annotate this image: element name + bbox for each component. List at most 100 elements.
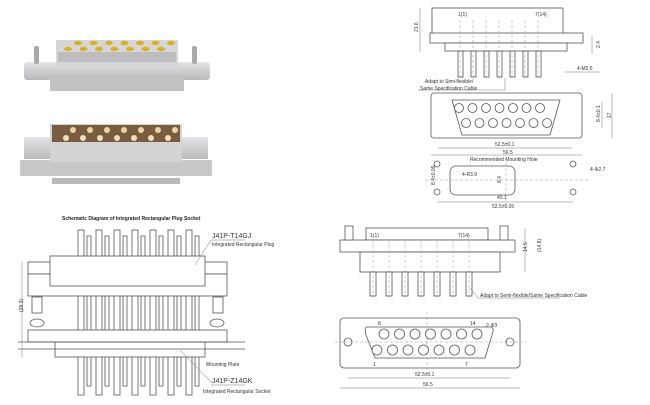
socket-contact: [418, 344, 429, 356]
socket-contact: [521, 103, 532, 113]
contact-pin: [167, 229, 175, 396]
contact-pin: [113, 229, 121, 396]
contact-pin: [86, 235, 92, 387]
contact-pin: [131, 229, 139, 396]
contact-pin: [63, 135, 69, 141]
socket-contact: [508, 103, 518, 113]
height-dim-2: (14.8): [537, 239, 543, 252]
contact-pin: [167, 40, 175, 46]
contact-pin: [110, 46, 119, 52]
socket-contact: [515, 118, 525, 128]
contact-pin: [89, 40, 98, 46]
pin: [483, 50, 490, 78]
contact-pin: [80, 135, 86, 141]
socket-contact: [456, 328, 467, 340]
schematic-height-dim: (28.3): [19, 299, 25, 312]
contact-pin: [95, 229, 103, 396]
radius-dim: 4-R3.9: [462, 172, 477, 178]
socket-code: J41P-Z14GK: [212, 378, 253, 385]
contact-pin: [70, 127, 76, 133]
socket-contact: [449, 344, 460, 356]
socket-contact: [425, 328, 436, 340]
contact-pin: [126, 46, 134, 52]
contact-pin: [79, 46, 88, 52]
contact-pin: [121, 127, 127, 133]
pin: [457, 50, 464, 78]
pin-label-right: 7(14): [535, 12, 547, 18]
contact-pin: [172, 127, 178, 133]
socket-contact: [488, 118, 498, 128]
contact-pin: [148, 135, 154, 141]
hole-spacing-dim: 8.4±0.05: [431, 165, 437, 185]
contact-pin: [136, 40, 144, 46]
bottom-face-view: 8 14 2-Φ3 1 7 52.5±0.1 56.5: [335, 312, 527, 389]
pin: [535, 50, 542, 78]
contact-pin: [64, 46, 72, 52]
contact-pin: [140, 235, 146, 387]
cable-note-1: Adapt to Simi-flexible/: [425, 79, 474, 85]
socket-contact: [433, 344, 445, 356]
height-face-dim: 17: [607, 112, 613, 118]
socket-contact: [528, 118, 539, 128]
contact-pin: [77, 229, 85, 396]
slot-width-dim: 45.1: [497, 195, 507, 201]
hole-dim: 4-Φ2.7: [590, 167, 606, 173]
pin: [496, 50, 503, 78]
pin-1-label: 1: [373, 362, 376, 368]
socket-contact: [440, 328, 452, 340]
contact-pin: [158, 235, 164, 387]
contact-pin: [120, 40, 129, 46]
top-right-face-view: 52.5±0.1 56.5 8.4±0.1 17: [430, 92, 613, 156]
socket-contact: [467, 103, 478, 113]
schematic-plug-socket: Schematic Diagram of Integrated Rectangu…: [18, 216, 274, 396]
contact-pin: [97, 135, 103, 141]
socket-contact: [542, 118, 552, 128]
pin-label-right: 7(14): [458, 233, 470, 239]
contact-pin: [157, 46, 165, 52]
slot-height-dim: 8.4: [497, 176, 503, 183]
contact-pin: [74, 40, 82, 46]
socket-contact: [464, 344, 476, 356]
mounting-hole-view: Recommended Mounting Hole 4-R3.9 4-Φ2.7 …: [425, 157, 606, 210]
contact-pin: [155, 127, 161, 133]
top-right-side-view: 21.6 1(1) 7(14) 2.4 4-M2.5 Adapt to Simi…: [414, 7, 602, 92]
schematic-title: Schematic Diagram of Integrated Rectangu…: [62, 216, 201, 222]
contact-pin: [114, 135, 120, 141]
pin: [522, 50, 529, 78]
socket-contact: [454, 103, 464, 113]
socket-product-photo: [20, 124, 212, 184]
socket-contact: [378, 328, 390, 340]
socket-contact: [471, 328, 483, 340]
hole-dim: 2-Φ3: [486, 323, 497, 329]
bottom-side-view: 1(1) 7(14) 14.5 (14.8) Adapt to Semi-fle…: [339, 225, 587, 300]
contact-pin: [95, 46, 103, 52]
socket-contact: [409, 328, 421, 340]
pin-8-label: 8: [378, 321, 381, 327]
pin-14-label: 14: [470, 321, 476, 327]
width-dim: 56.5: [423, 382, 433, 388]
contact-pin: [165, 135, 171, 141]
contact-pin: [131, 135, 137, 141]
plug-product-photo: [24, 40, 210, 91]
contact-pin: [194, 235, 200, 387]
pitch-dim: 52.5±0.1: [415, 372, 435, 378]
socket-contact: [535, 103, 545, 113]
contact-pin: [138, 127, 144, 133]
socket-contact: [481, 103, 491, 113]
socket-contact: [394, 328, 405, 340]
row-dim: 8.4±0.1: [596, 105, 602, 122]
flange-dim: 2.4: [596, 41, 602, 48]
width-dim: 56.5: [503, 150, 513, 156]
contact-pin: [185, 229, 193, 396]
socket-contact: [402, 344, 414, 356]
contact-pin: [104, 235, 110, 387]
contact-pin: [105, 40, 113, 46]
socket-contact: [501, 118, 512, 128]
socket-contact: [387, 344, 398, 356]
socket-contact: [371, 344, 383, 356]
contact-pin: [122, 235, 128, 387]
contact-pin: [176, 235, 182, 387]
cable-note: Adapt to Semi-flexible/Same Specificatio…: [480, 293, 587, 299]
mount-title: Recommended Mounting Hole: [470, 157, 538, 163]
